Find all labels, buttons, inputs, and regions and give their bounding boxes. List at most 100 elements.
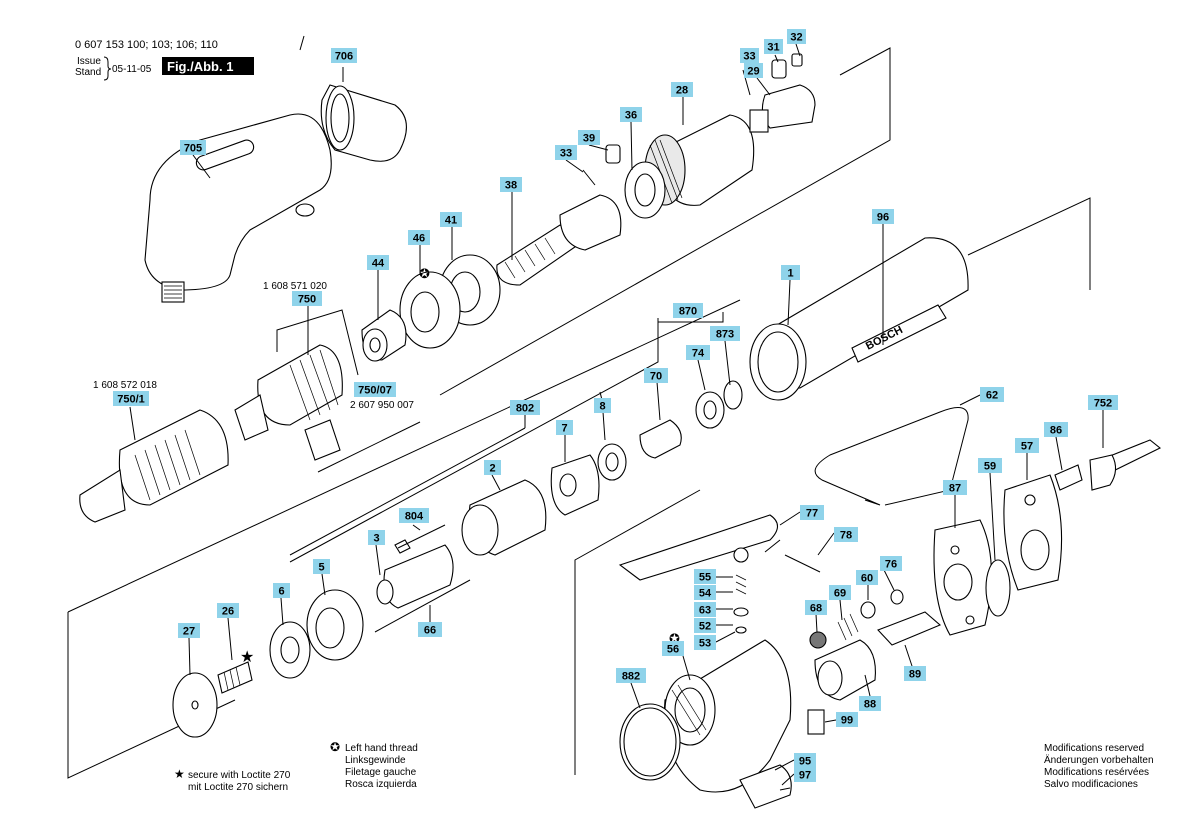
svg-text:69: 69 (834, 588, 846, 600)
svg-text:1: 1 (787, 268, 793, 280)
part-label: 44 (367, 255, 389, 270)
part-label: 63 (694, 602, 716, 617)
part-label: 26 (217, 603, 239, 618)
part-label: 27 (178, 623, 200, 638)
angle-head-705 (144, 113, 332, 303)
svg-text:60: 60 (861, 573, 873, 585)
modifications-fr: Modifications resérvées (1044, 767, 1149, 778)
issue-brace (103, 56, 112, 81)
part-label: 5 (313, 559, 330, 574)
part-label: 870 (673, 303, 703, 318)
part-label: 69 (829, 585, 851, 600)
part-label: 28 (671, 82, 693, 97)
part-label: 29 (744, 63, 763, 78)
part-label: 60 (856, 570, 878, 585)
part-label: 89 (904, 666, 926, 681)
modifications-es: Salvo modificaciones (1044, 779, 1138, 790)
svg-text:873: 873 (716, 329, 734, 341)
modifications-de: Änderungen vorbehalten (1044, 754, 1154, 766)
svg-text:752: 752 (1094, 398, 1112, 410)
svg-text:706: 706 (335, 51, 353, 63)
end-plates (933, 439, 1162, 636)
svg-text:55: 55 (699, 572, 711, 584)
svg-text:8: 8 (599, 401, 605, 413)
part-label: 99 (836, 712, 858, 727)
svg-text:95: 95 (799, 756, 811, 768)
svg-text:7: 7 (561, 423, 567, 435)
part-label: 46 (408, 230, 430, 245)
svg-text:33: 33 (743, 51, 755, 63)
part-label: 1 (781, 265, 800, 280)
part-label: 86 (1044, 422, 1068, 437)
part-label: 66 (418, 622, 442, 637)
svg-text:53: 53 (699, 638, 711, 650)
svg-text:59: 59 (984, 461, 996, 473)
part-label: 52 (694, 618, 716, 633)
part-label: 55 (694, 569, 716, 584)
legend-lh-fr: Filetage gauche (345, 767, 417, 778)
part-label: 31 (764, 39, 783, 54)
part-label: 882 (616, 668, 646, 683)
spindle-38 (496, 144, 622, 286)
svg-text:74: 74 (692, 348, 705, 360)
part-label: 96 (872, 209, 894, 224)
svg-text:32: 32 (790, 32, 802, 44)
svg-text:750: 750 (298, 294, 316, 306)
chuck-750-part-number: 1 608 571 020 (263, 281, 327, 292)
part-label: 2 (484, 460, 501, 475)
svg-text:54: 54 (699, 588, 712, 600)
svg-text:39: 39 (583, 133, 595, 145)
part-label: 77 (800, 505, 824, 520)
part-label: 54 (694, 585, 716, 600)
svg-text:38: 38 (505, 180, 517, 192)
svg-text:2: 2 (489, 463, 495, 475)
part-label: 74 (686, 345, 710, 360)
part-label: 33 (555, 145, 577, 160)
svg-text:29: 29 (747, 66, 759, 78)
part-label: 750/1 (113, 391, 149, 406)
part-label: 873 (710, 326, 740, 341)
motor-parts-row (461, 380, 743, 556)
loctite-star-marker: ★ (240, 649, 254, 666)
part-label: 705 (180, 140, 206, 155)
housing-1: BOSCH (749, 237, 969, 401)
part-label: 97 (794, 767, 816, 782)
part-label: 57 (1015, 438, 1039, 453)
part-labels: 706 705 32 33 31 29 28 36 39 33 38 41 46… (113, 29, 1118, 782)
part-label: 750/07 (354, 382, 396, 397)
legend-lh-de: Linksgewinde (345, 755, 406, 766)
key-750-07-part-number: 2 607 950 007 (350, 400, 414, 411)
svg-text:96: 96 (877, 212, 889, 224)
svg-text:705: 705 (184, 143, 202, 155)
figure-label-box (162, 57, 254, 75)
chuck-750-1-part-number: 1 608 572 018 (93, 380, 157, 391)
issue-date: 05-11-05 (112, 64, 152, 75)
svg-text:89: 89 (909, 669, 921, 681)
leader-lines (129, 35, 1104, 786)
svg-text:62: 62 (986, 390, 998, 402)
part-label: 68 (805, 600, 827, 615)
legend-lh-es: Rosca izquierda (345, 779, 417, 790)
svg-text:88: 88 (864, 699, 876, 711)
svg-text:66: 66 (424, 625, 436, 637)
svg-text:870: 870 (679, 306, 697, 318)
chuck-750-1 (79, 409, 229, 523)
part-label: 70 (644, 368, 668, 383)
legend-loctite-de: mit Loctite 270 sichern (188, 782, 288, 793)
figure-label: Fig./Abb. 1 (167, 59, 233, 74)
svg-text:46: 46 (413, 233, 425, 245)
svg-text:57: 57 (1021, 441, 1033, 453)
svg-text:750/07: 750/07 (358, 385, 392, 397)
part-label: 752 (1088, 395, 1118, 410)
part-label: 53 (694, 635, 716, 650)
part-label: 78 (834, 527, 858, 542)
part-label: 95 (794, 753, 816, 768)
sleeve-706 (320, 84, 407, 162)
svg-text:44: 44 (372, 258, 385, 270)
svg-text:41: 41 (445, 215, 457, 227)
part-label: 804 (399, 508, 429, 523)
part-label: 32 (787, 29, 806, 44)
issue-label: Issue (77, 56, 101, 67)
part-label: 39 (578, 130, 600, 145)
